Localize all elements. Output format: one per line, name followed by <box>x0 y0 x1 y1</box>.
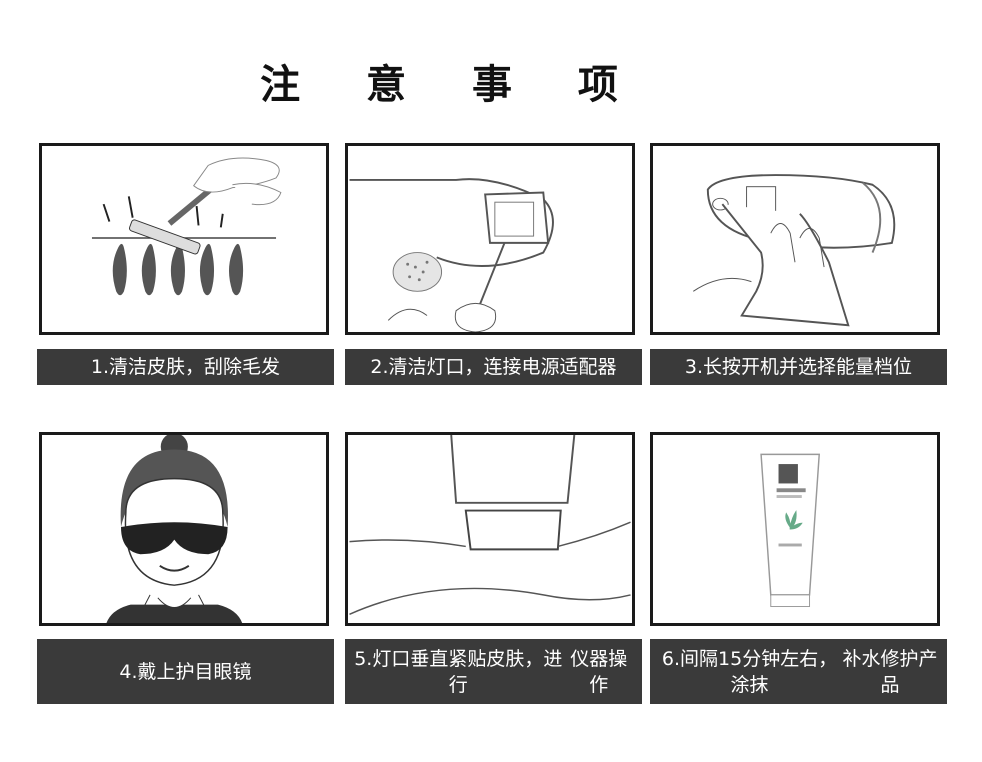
step-2-caption: 2.清洁灯口，连接电源适配器 <box>345 349 642 385</box>
device-lamp-icon <box>349 178 554 332</box>
step-5-caption-line1: 5.灯口垂直紧贴皮肤，进行 <box>354 647 563 696</box>
step-5-caption: 5.灯口垂直紧贴皮肤，进行 仪器操作 <box>345 639 642 704</box>
step-4-caption: 4.戴上护目眼镜 <box>37 639 334 704</box>
girl-wearing-goggles-icon <box>106 435 243 623</box>
aloe-lotion-tube-icon <box>760 453 821 608</box>
page-title: 注 意 事 项 <box>260 62 644 108</box>
step-2-illustration <box>345 143 635 335</box>
step-6-caption-line2: 补水修护产品 <box>842 647 938 696</box>
step-6-caption: 6.间隔15分钟左右，涂抹 补水修护产品 <box>650 639 947 704</box>
step-6-caption-line1: 6.间隔15分钟左右，涂抹 <box>661 647 838 696</box>
step-1-illustration <box>39 143 329 335</box>
step-5-caption-line2: 仪器操作 <box>570 647 628 696</box>
hand-pressing-button-icon <box>693 174 896 327</box>
step-3-caption: 3.长按开机并选择能量档位 <box>650 349 947 385</box>
step-6-illustration <box>650 432 940 626</box>
step-5-illustration <box>345 432 635 626</box>
step-1-caption: 1.清洁皮肤，刮除毛发 <box>37 349 334 385</box>
step-3-illustration <box>650 143 940 335</box>
step-4-illustration <box>39 432 329 626</box>
device-on-skin-icon <box>349 435 631 615</box>
razor-shaving-icon <box>91 157 282 296</box>
